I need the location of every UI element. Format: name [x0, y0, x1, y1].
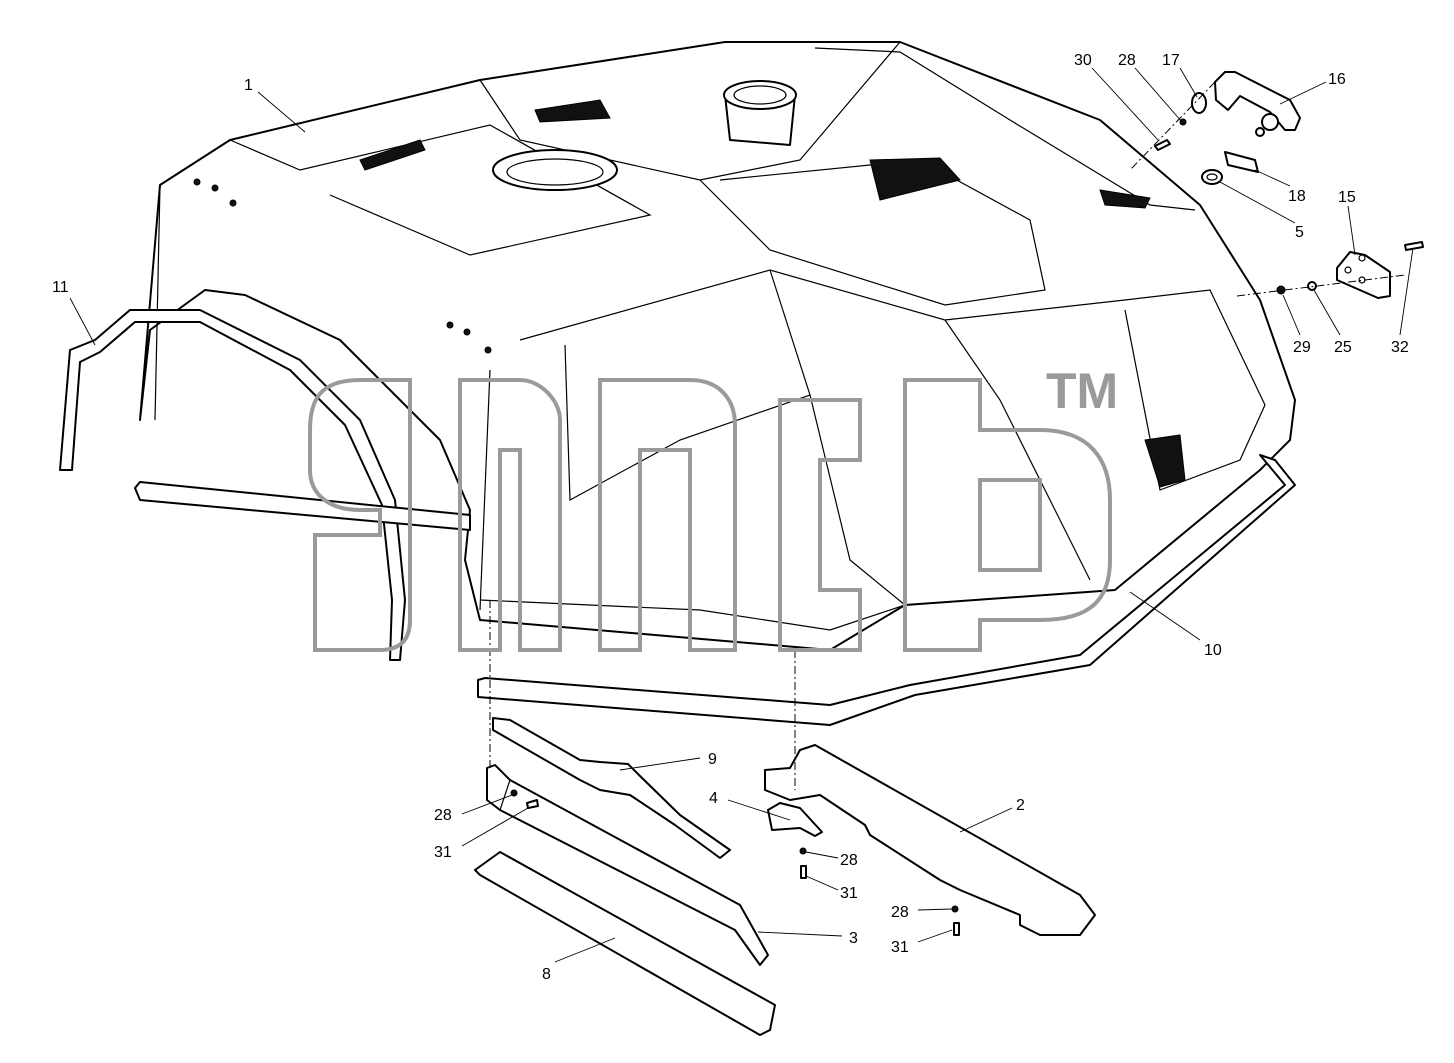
- callout-31: 31: [434, 844, 452, 861]
- callout-28: 28: [434, 807, 452, 824]
- arch-seal-part-11: [59, 309, 406, 661]
- strip-part-8: [474, 851, 776, 1036]
- callout-28: 28: [1118, 52, 1136, 69]
- callout-30: 30: [1074, 52, 1092, 69]
- callout-18: 18: [1288, 188, 1306, 205]
- hood-part-1: [139, 41, 1296, 651]
- bracket-part-2: [764, 744, 1096, 936]
- callout-5: 5: [1295, 224, 1304, 241]
- callout-1: 1: [244, 77, 253, 94]
- callout-32: 32: [1391, 339, 1409, 356]
- callout-11: 11: [52, 279, 69, 296]
- callout-31: 31: [891, 939, 909, 956]
- bracket-part-9: [492, 717, 731, 859]
- callout-25: 25: [1334, 339, 1352, 356]
- callout-16: 16: [1328, 71, 1346, 88]
- leader-lines: [69, 67, 1414, 963]
- watermark-tm: TM: [1046, 363, 1118, 419]
- callout-28: 28: [840, 852, 858, 869]
- panel-part-3: [486, 764, 769, 966]
- callout-31: 31: [840, 885, 858, 902]
- callouts: 1 11 30 28 17 16 18 5 15 29 25 32 10 9 4…: [52, 52, 1409, 983]
- bracket-part-4: [767, 802, 823, 837]
- latch-assembly: [1154, 71, 1424, 299]
- seal-strip-left: [134, 481, 471, 531]
- callout-9: 9: [708, 751, 717, 768]
- callout-15: 15: [1338, 189, 1356, 206]
- callout-10: 10: [1204, 642, 1222, 659]
- watermark: TM: [308, 363, 1118, 652]
- callout-28: 28: [891, 904, 909, 921]
- callout-4: 4: [709, 790, 718, 807]
- callout-29: 29: [1293, 339, 1311, 356]
- callout-17: 17: [1162, 52, 1180, 69]
- callout-2: 2: [1016, 797, 1025, 814]
- callout-8: 8: [542, 966, 551, 983]
- callout-3: 3: [849, 930, 858, 947]
- front-seal-part-10: [477, 454, 1296, 726]
- fasteners: [510, 789, 960, 936]
